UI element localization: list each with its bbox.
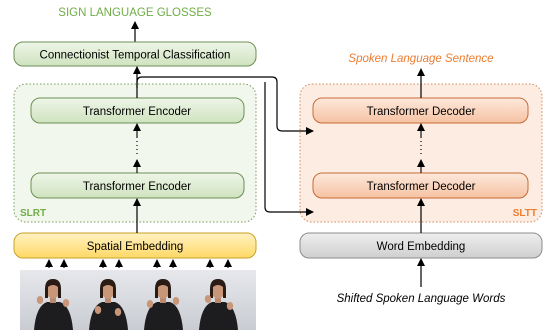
transformer-decoder-bottom-label: Transformer Decoder [367,181,476,193]
slrt-label: SLRT [20,208,46,219]
shifted-spoken-language-words-label: Shifted Spoken Language Words [337,293,506,305]
transformer-encoder-top-label: Transformer Encoder [83,106,191,118]
spatial-embedding-box [13,232,257,259]
connector-encoder-to-decoder-top [136,76,314,135]
signer-frame-4 [199,259,238,330]
word-embedding-label: Word Embedding [377,241,466,253]
signer-frame-3 [144,259,183,330]
connector-encoder-to-decoder-bottom [264,82,314,216]
sltt-label: SLTT [513,208,537,219]
signer-frame-2 [89,259,128,330]
transformer-decoder-top-label: Transformer Decoder [367,106,476,118]
transformer-encoder-bottom-label: Transformer Encoder [83,181,191,193]
sign-language-glosses-label: SIGN LANGUAGE GLOSSES [58,7,212,19]
spatial-embedding-label: Spatial Embedding [87,241,184,253]
signer-frame-1 [34,259,73,330]
sign-language-video-frames [20,259,256,330]
ctc-label: Connectionist Temporal Classification [40,50,231,62]
spoken-language-sentence-label: Spoken Language Sentence [348,53,493,65]
